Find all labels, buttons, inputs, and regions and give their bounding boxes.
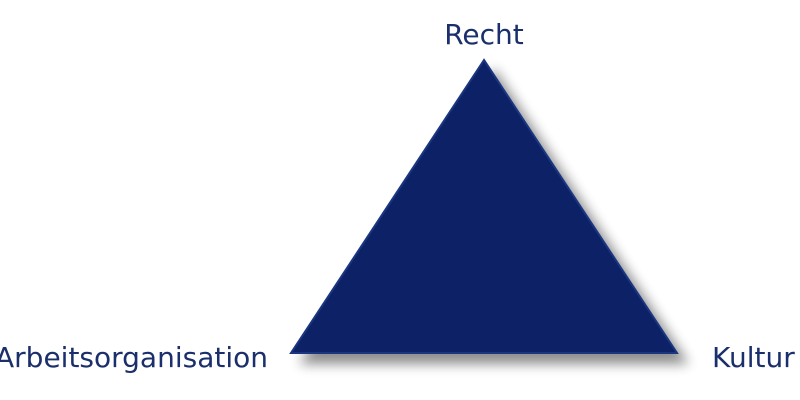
label-recht: Recht xyxy=(444,18,524,51)
label-kultur: Kultur xyxy=(712,341,795,374)
label-arbeitsorganisation: Arbeitsorganisation xyxy=(0,341,268,374)
triangle xyxy=(289,58,679,354)
